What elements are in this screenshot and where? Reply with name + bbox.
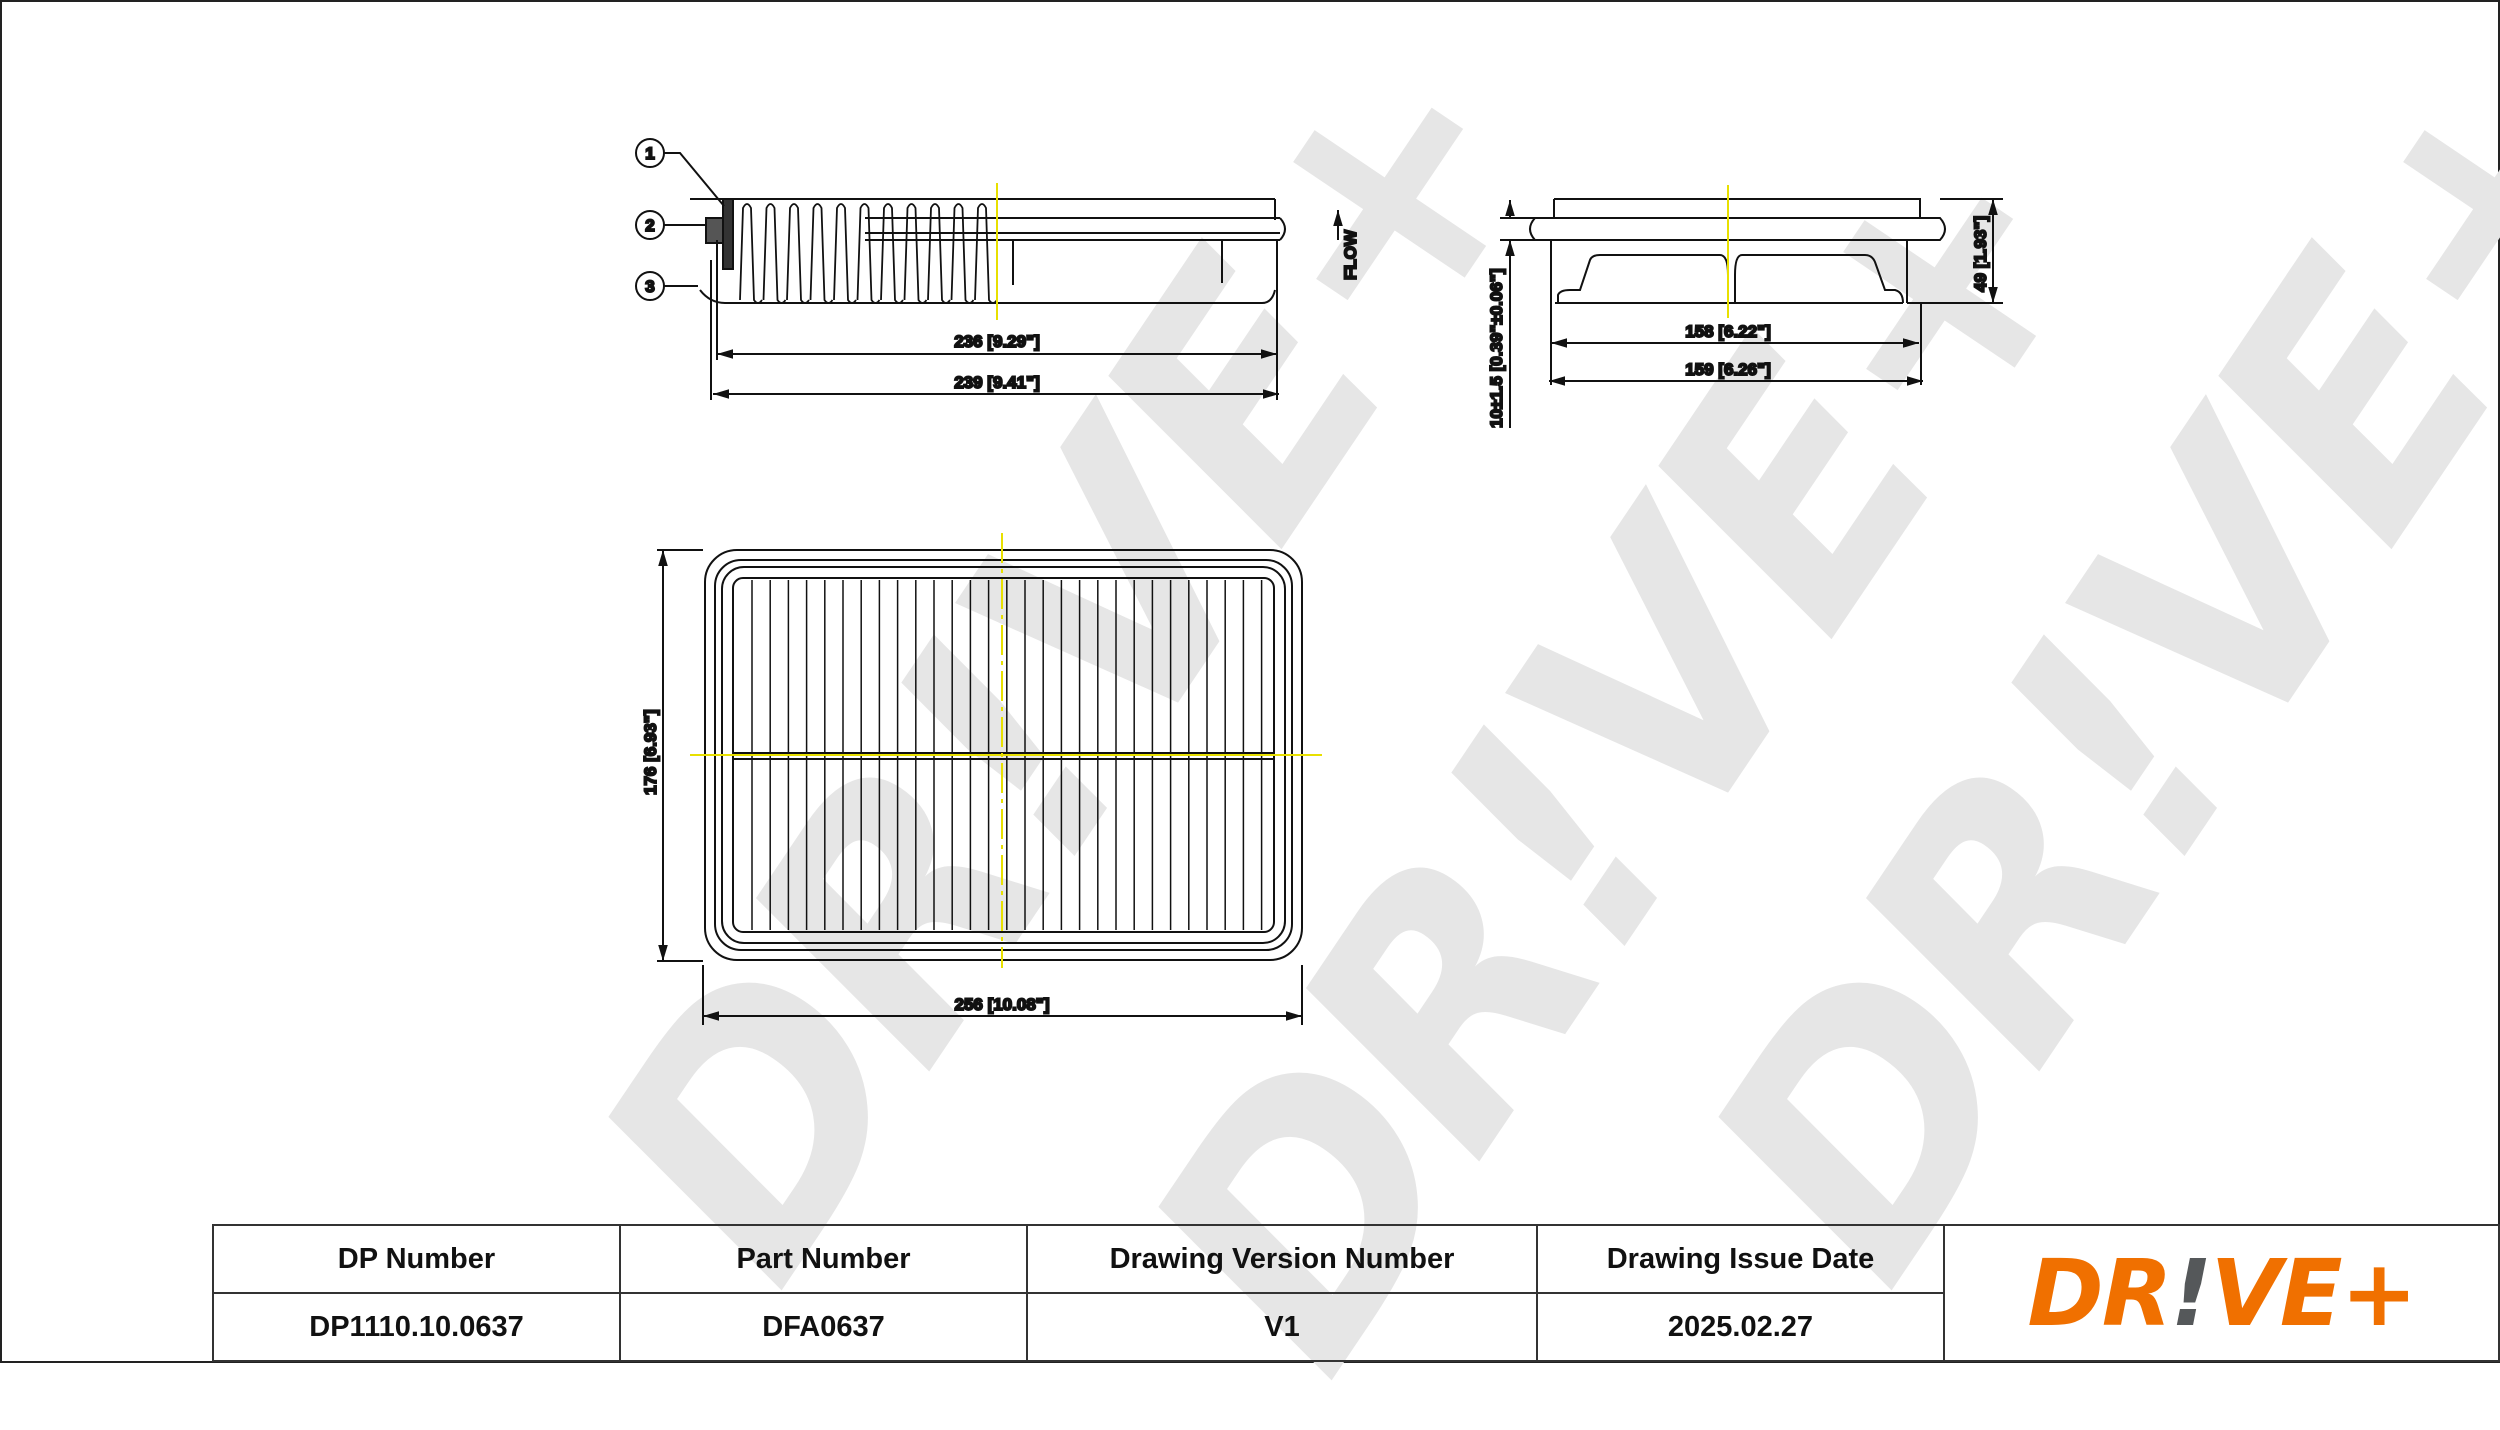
logo-bang: ! — [2170, 1239, 2213, 1347]
dim-seal: 10±1.5 [0.39"±0.06"] — [1487, 268, 1506, 428]
dim-end-inner: 158 [6.22"] — [1685, 322, 1771, 341]
flow-label: FLOW — [1341, 229, 1360, 280]
pleat-coil — [856, 203, 881, 304]
logo-text-rest: VE+ — [2210, 1239, 2418, 1347]
pleat-coil — [903, 203, 928, 304]
pleat-coil — [739, 203, 763, 304]
pleat-coil — [880, 203, 904, 304]
dim-top-width: 256 [10.08"] — [954, 995, 1049, 1014]
dim-height: 49 [1.93"] — [1971, 216, 1990, 292]
header-drawing-version: Drawing Version Number — [1026, 1224, 1538, 1294]
side-view — [635, 138, 1343, 400]
dim-side-outer: 239 [9.41"] — [954, 373, 1040, 392]
header-dp-number: DP Number — [212, 1224, 621, 1294]
dim-end-outer: 159 [6.26"] — [1685, 360, 1771, 379]
title-block: DP Number Part Number Drawing Version Nu… — [212, 1224, 2500, 1362]
brand-logo: DR!VE+ — [1943, 1224, 2500, 1362]
value-drawing-version: V1 — [1026, 1292, 1538, 1362]
callout-2: 2 — [645, 216, 654, 235]
callout-3: 3 — [645, 277, 654, 296]
pleat-coil — [833, 203, 857, 304]
end-view — [1500, 185, 2003, 428]
top-view — [657, 533, 1322, 1025]
value-issue-date: 2025.02.27 — [1536, 1292, 1945, 1362]
pleat-coil — [809, 203, 834, 304]
value-part-number: DFA0637 — [619, 1292, 1028, 1362]
pleat-coil — [786, 203, 810, 304]
header-issue-date: Drawing Issue Date — [1536, 1224, 1945, 1294]
callout-1: 1 — [645, 144, 654, 163]
logo-text: DR — [2027, 1239, 2172, 1347]
value-dp-number: DP1110.10.0637 — [212, 1292, 621, 1362]
pleat-coil — [974, 203, 998, 304]
header-part-number: Part Number — [619, 1224, 1028, 1294]
technical-drawing: 1 2 3 FLOW 236 [9.29"] 239 [9.41"] 158 [… — [635, 138, 2003, 1025]
pleat-coil — [950, 203, 975, 304]
dim-top-height: 176 [6.93"] — [641, 709, 660, 795]
drawing-frame — [0, 0, 2500, 1363]
pleat-coil — [762, 203, 787, 304]
pleat-coil — [927, 203, 951, 304]
dim-side-inner: 236 [9.29"] — [954, 332, 1040, 351]
